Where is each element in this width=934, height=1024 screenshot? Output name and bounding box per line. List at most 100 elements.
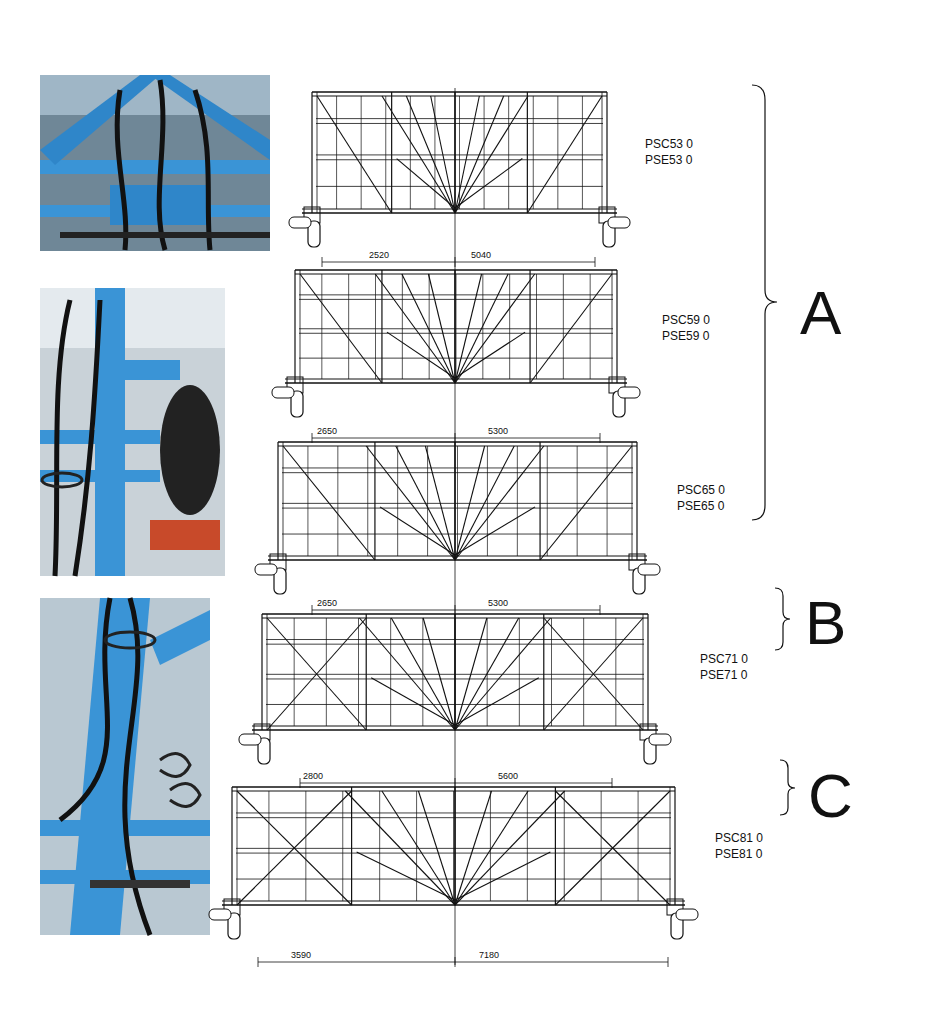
frame-line xyxy=(455,852,550,900)
frame-line xyxy=(455,618,551,730)
frame-line xyxy=(455,159,522,208)
frame xyxy=(209,787,698,939)
frame-line xyxy=(602,92,603,213)
dimension-value: 3590 xyxy=(290,951,312,960)
frame-line xyxy=(358,618,359,726)
model-name: PSE65 0 xyxy=(677,500,724,512)
frame-line xyxy=(357,852,455,900)
frame-line xyxy=(423,618,455,730)
frame xyxy=(272,270,640,417)
wheel xyxy=(255,564,277,575)
frame-line xyxy=(638,791,639,901)
frame-line xyxy=(237,791,352,905)
frame-line xyxy=(509,274,510,379)
frame-line xyxy=(237,791,352,905)
frame-line xyxy=(337,446,338,556)
frame-line xyxy=(381,270,382,383)
frame-line xyxy=(427,446,428,556)
frame-line xyxy=(455,446,544,560)
frame-line xyxy=(371,678,455,725)
frame-line xyxy=(375,274,455,383)
frame-line xyxy=(612,270,613,383)
group-letter: C xyxy=(808,765,853,827)
frame-line xyxy=(455,791,492,905)
model-name: PSC81 0 xyxy=(715,832,763,844)
frame-line xyxy=(268,559,647,560)
frame-line xyxy=(555,791,670,905)
frame-line xyxy=(563,274,564,379)
frame-line xyxy=(540,446,632,560)
frame-line xyxy=(455,96,528,213)
bracket xyxy=(752,85,795,815)
frame-line xyxy=(300,274,382,383)
dimension-line xyxy=(258,962,668,963)
wheel xyxy=(676,909,698,920)
frame-line xyxy=(615,618,616,726)
frame-line xyxy=(302,212,617,213)
frame-line xyxy=(366,446,455,560)
frame-line xyxy=(455,332,525,378)
frame-line xyxy=(397,446,398,556)
frame-line xyxy=(425,446,455,560)
frame-line xyxy=(457,446,458,556)
frame-line xyxy=(601,791,602,901)
frame-line xyxy=(530,274,612,383)
frame-line xyxy=(283,442,284,560)
frame-line xyxy=(278,441,637,442)
model-name: PSE53 0 xyxy=(645,154,692,166)
dimension-line xyxy=(300,783,612,784)
dimension-tick xyxy=(312,605,313,615)
frame-line xyxy=(380,507,455,555)
frame-line xyxy=(429,274,430,379)
frame-line xyxy=(359,618,455,730)
group-letter: B xyxy=(805,592,846,654)
frame xyxy=(255,442,660,594)
frame-line xyxy=(455,791,528,905)
frame-line xyxy=(632,442,633,560)
frame-line xyxy=(348,274,349,379)
frame-line xyxy=(583,618,584,726)
dimension-tick xyxy=(612,778,613,788)
frame-line xyxy=(536,274,537,379)
dimension-tick xyxy=(312,433,313,443)
model-name: PSC65 0 xyxy=(677,484,725,496)
frame-line xyxy=(387,332,455,378)
frame-line xyxy=(455,96,504,213)
frame-line xyxy=(307,446,308,556)
frame-line xyxy=(317,92,318,213)
frame-line xyxy=(647,614,648,730)
dimension-tick xyxy=(455,778,456,788)
frame-line xyxy=(267,618,366,730)
frame-line xyxy=(294,618,295,726)
dimension-tick xyxy=(455,605,456,615)
frame-line xyxy=(283,446,375,560)
frame-line xyxy=(547,446,548,556)
dimension-value: 5600 xyxy=(497,772,519,781)
dimension-tick xyxy=(300,778,301,788)
frame-line xyxy=(345,791,455,905)
dimension-value: 5040 xyxy=(470,251,492,260)
photo xyxy=(40,288,225,576)
dimension-line xyxy=(322,262,595,263)
dimension-tick xyxy=(668,957,669,967)
frame-line xyxy=(527,791,528,901)
wheel xyxy=(239,734,261,745)
frame-line xyxy=(557,96,558,209)
frame-line xyxy=(643,614,644,730)
frame-line xyxy=(295,269,617,270)
frame-line xyxy=(517,446,518,556)
frame-line xyxy=(277,442,278,560)
wheel xyxy=(649,734,671,745)
frame-line xyxy=(455,274,482,383)
frame-line xyxy=(455,96,479,213)
frame-line xyxy=(402,274,455,383)
frame-line xyxy=(539,442,540,560)
frame-line xyxy=(455,88,456,965)
frame-line xyxy=(382,791,455,905)
frame-line xyxy=(484,96,485,209)
frame-line xyxy=(267,614,268,730)
dimension-tick xyxy=(258,957,259,967)
frame-line xyxy=(455,507,535,555)
frame-line xyxy=(300,270,301,383)
